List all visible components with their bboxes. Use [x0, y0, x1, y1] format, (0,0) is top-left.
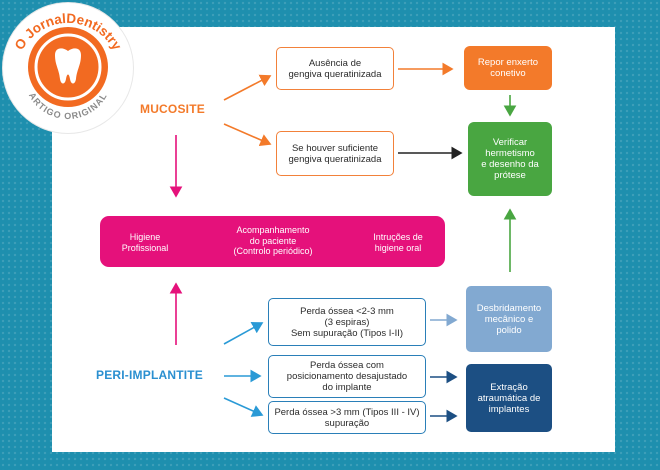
box-desbridamento: Desbridamento mecânico e polido — [466, 286, 552, 352]
hygiene-step-instrucoes: Intruções de higiene oral — [373, 232, 423, 253]
box-ausencia-gengiva: Ausência de gengiva queratinizada — [276, 47, 394, 90]
hygiene-step-profissional: Higiene Profissional — [121, 232, 169, 253]
peri-implantite-heading: PERI-IMPLANTITE — [96, 368, 203, 382]
box-perda-ossea-leve: Perda óssea <2-3 mm (3 espiras) Sem supu… — [268, 298, 426, 346]
box-verificar-hermetismo: Verificar hermetismo e desenho da prótes… — [468, 122, 552, 196]
hygiene-bar — [100, 216, 445, 267]
mucosite-heading: MUCOSITE — [140, 102, 205, 116]
box-repor-enxerto: Repor enxerto conetivo — [464, 46, 552, 90]
box-extracao: Extração atraumática de implantes — [466, 364, 552, 432]
tooth-icon — [55, 48, 81, 84]
box-se-houver-gengiva: Se houver suficiente gengiva queratiniza… — [276, 131, 394, 176]
hygiene-step-acompanhamento: Acompanhamento do paciente (Controlo per… — [233, 225, 313, 256]
box-perda-ossea-posicionamento: Perda óssea com posicionamento desajusta… — [268, 355, 426, 398]
logo-graphic: O JornalDentistry ARTIGO ORIGINAL — [12, 11, 125, 121]
box-perda-ossea-grave: Perda óssea >3 mm (Tipos III - IV) supur… — [268, 401, 426, 434]
jornal-dentistry-logo: O JornalDentistry ARTIGO ORIGINAL — [3, 3, 133, 133]
